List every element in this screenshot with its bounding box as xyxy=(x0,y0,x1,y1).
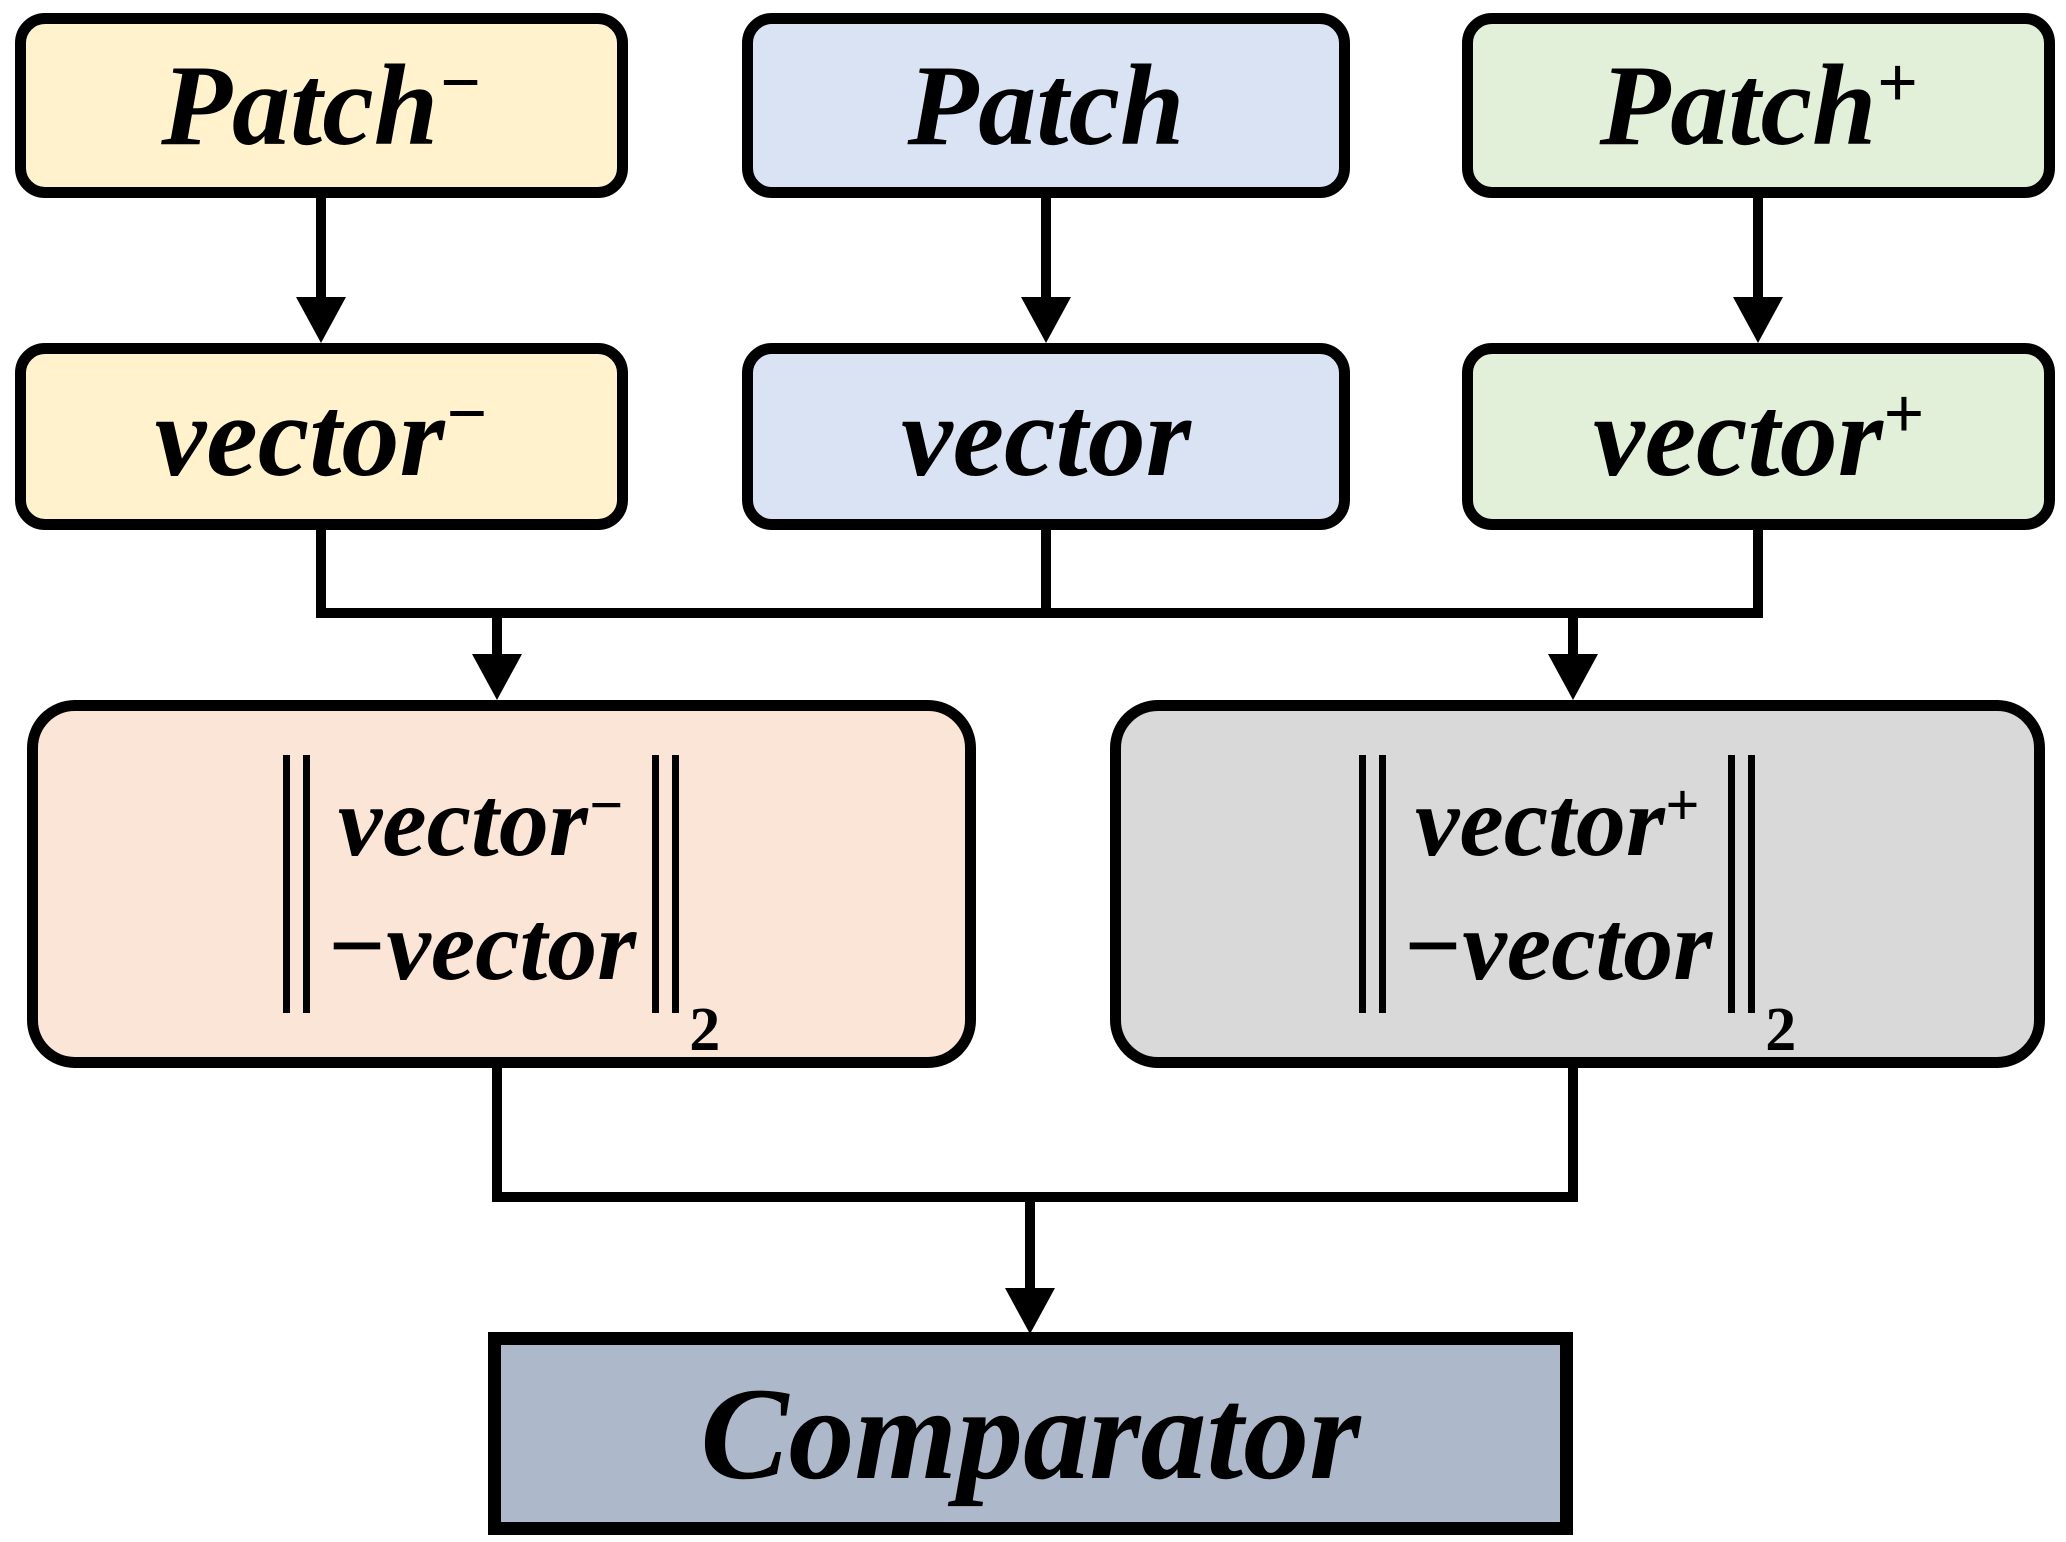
norm-right-double-bar xyxy=(1728,755,1756,1013)
norm-negative-line1-sup: − xyxy=(587,772,625,838)
arrow-patch-to-vector-head xyxy=(1021,297,1071,343)
wire-bus-norms xyxy=(492,1192,1578,1202)
norm-left-double-bar xyxy=(282,755,310,1013)
node-vector-negative-label: vector− xyxy=(155,377,488,494)
node-vector-positive: vector+ xyxy=(1462,343,2055,530)
vector-base: vector xyxy=(901,372,1191,501)
node-norm-negative: vector− −vector 2 xyxy=(27,700,976,1068)
vector-negative-base: vector xyxy=(154,372,445,501)
arrow-bus-to-comparator-line xyxy=(1025,1198,1035,1290)
wire-vector-positive-drop xyxy=(1753,528,1763,618)
arrow-patch-to-vector-line xyxy=(1041,198,1051,300)
patch-negative-base: Patch xyxy=(161,41,439,170)
node-patch-label: Patch xyxy=(907,48,1184,164)
node-comparator: Comparator xyxy=(488,1332,1573,1535)
norm-positive-line1: vector+ xyxy=(1402,760,1712,884)
vector-negative-sup: − xyxy=(444,373,489,454)
node-patch-positive-label: Patch+ xyxy=(1599,46,1917,163)
node-vector-positive-label: vector+ xyxy=(1593,377,1924,494)
node-patch: Patch xyxy=(742,13,1350,198)
arrow-patch-negative-to-vector-line xyxy=(316,198,326,300)
wire-vector-drop xyxy=(1041,528,1051,618)
node-vector: vector xyxy=(742,343,1350,530)
norm-right-double-bar xyxy=(652,755,680,1013)
arrow-patch-positive-to-vector-line xyxy=(1753,198,1763,300)
node-vector-negative: vector− xyxy=(15,343,628,530)
norm-positive-formula: vector+ −vector 2 xyxy=(1358,711,1796,1061)
patch-base: Patch xyxy=(907,41,1185,170)
norm-negative-lines: vector− −vector xyxy=(326,760,636,1008)
patch-positive-sup: + xyxy=(1876,42,1918,123)
wire-norm-positive-drop xyxy=(1568,1058,1578,1202)
node-vector-label: vector xyxy=(901,379,1191,495)
norm-positive-line1-base: vector xyxy=(1414,766,1665,877)
norm-positive-line2: −vector xyxy=(1401,890,1713,1001)
norm-negative-formula: vector− −vector 2 xyxy=(282,711,720,1061)
arrow-patch-positive-to-vector-head xyxy=(1733,297,1783,343)
norm-negative-line1-base: vector xyxy=(337,766,588,877)
norm-negative-line2: −vector xyxy=(325,890,637,1001)
norm-positive-subscript: 2 xyxy=(1765,996,1797,1064)
wire-vector-negative-drop xyxy=(316,528,326,618)
arrow-bus-to-comparator-head xyxy=(1005,1288,1055,1334)
arrow-bus-to-norm-positive-line xyxy=(1568,614,1578,656)
arrow-patch-negative-to-vector-head xyxy=(296,297,346,343)
node-patch-negative-label: Patch− xyxy=(161,46,482,163)
arrow-bus-to-norm-negative-head xyxy=(472,654,522,700)
vector-positive-base: vector xyxy=(1593,372,1883,501)
vector-positive-sup: + xyxy=(1882,373,1924,454)
arrow-bus-to-norm-negative-line xyxy=(492,614,502,656)
norm-positive-line1-sup: + xyxy=(1664,772,1700,838)
patch-positive-base: Patch xyxy=(1599,41,1877,170)
norm-negative-line1: vector− xyxy=(326,760,636,884)
node-comparator-label: Comparator xyxy=(700,1359,1361,1507)
arrow-bus-to-norm-positive-head xyxy=(1548,654,1598,700)
node-patch-negative: Patch− xyxy=(15,13,628,198)
node-patch-positive: Patch+ xyxy=(1462,13,2055,198)
norm-negative-subscript: 2 xyxy=(689,996,721,1064)
wire-bus-vectors xyxy=(316,608,1763,618)
node-norm-positive: vector+ −vector 2 xyxy=(1110,700,2045,1068)
norm-left-double-bar xyxy=(1358,755,1386,1013)
patch-negative-sup: − xyxy=(438,42,482,123)
wire-norm-negative-drop xyxy=(492,1058,502,1202)
norm-positive-lines: vector+ −vector xyxy=(1402,760,1712,1008)
